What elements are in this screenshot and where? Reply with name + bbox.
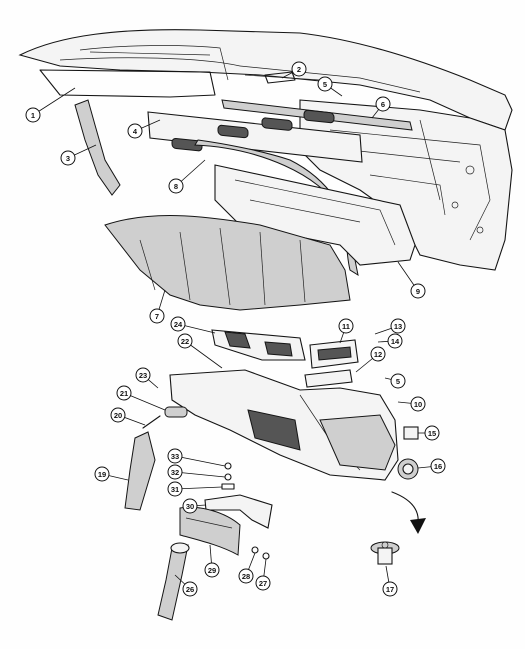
part-16-grommet	[397, 458, 419, 480]
dashboard-top-panel	[18, 29, 513, 131]
callout-number: 6	[381, 100, 385, 109]
arrow-to-part-17	[391, 491, 426, 534]
callout-layer: 1234567891011121314515161719202122232426…	[25, 61, 446, 597]
callout-circle	[25, 107, 41, 123]
callout-circle	[94, 466, 110, 482]
part-9-lower-panel	[214, 164, 416, 266]
part-12-bezel	[304, 369, 353, 388]
part-27-28-fasteners	[251, 546, 270, 560]
callout-circle	[167, 481, 183, 497]
callout-circle	[182, 581, 198, 597]
callout-circle	[170, 316, 186, 332]
callout-leader-line	[174, 486, 223, 490]
part-15-clip	[403, 426, 419, 440]
callout-number: 16	[434, 462, 442, 471]
callout-number: 3	[66, 154, 70, 163]
callout-circle	[410, 396, 426, 412]
callout-number: 33	[171, 452, 179, 461]
part-4-vent-strip	[147, 109, 363, 163]
callout-circle	[149, 308, 165, 324]
callout-circle	[382, 581, 398, 597]
callout-circle	[317, 76, 333, 92]
callout-number: 14	[391, 337, 400, 346]
callout-number: 32	[171, 468, 179, 477]
callout-number: 4	[133, 127, 138, 136]
callout-number: 22	[181, 337, 189, 346]
callout-number: 8	[174, 182, 178, 191]
callout-circle	[338, 318, 354, 334]
callout-number: 21	[120, 389, 128, 398]
callout-number: 1	[31, 111, 35, 120]
part-11-switch-panel	[309, 339, 359, 369]
callout-number: 12	[374, 350, 382, 359]
callout-number: 13	[394, 322, 402, 331]
callout-circle	[182, 498, 198, 514]
callout-number: 7	[155, 312, 159, 321]
callout-number: 5	[323, 80, 327, 89]
callout-circle	[291, 61, 307, 77]
callout-number: 26	[186, 585, 194, 594]
callout-circle	[168, 178, 184, 194]
callout-circle	[390, 373, 406, 389]
callout-number: 30	[186, 502, 194, 511]
callout-number: 29	[208, 566, 216, 575]
callout-number: 19	[98, 470, 106, 479]
callout-circle	[255, 575, 271, 591]
callout-circle	[177, 333, 193, 349]
callout-circle	[127, 123, 143, 139]
part-17-fastener	[370, 541, 400, 565]
callout-circle	[430, 458, 446, 474]
callout-circle	[204, 562, 220, 578]
callout-circle	[60, 150, 76, 166]
callout-circle	[167, 464, 183, 480]
callout-circle	[375, 96, 391, 112]
callout-number: 31	[171, 485, 179, 494]
callout-circle	[110, 407, 126, 423]
part-31-32-33-fasteners	[221, 462, 235, 490]
callout-number: 28	[242, 572, 250, 581]
callout-leader-line	[184, 340, 223, 369]
callout-number: 10	[414, 400, 422, 409]
callout-number: 17	[386, 585, 394, 594]
callout-number: 2	[297, 65, 301, 74]
callout-number: 11	[342, 322, 350, 331]
part-20-screw	[142, 415, 161, 429]
callout-circle	[387, 333, 403, 349]
part-24-bracket	[211, 329, 306, 361]
callout-number: 24	[174, 320, 183, 329]
part-19-strap	[124, 431, 156, 511]
part-26-strap	[157, 542, 190, 621]
callout-circle	[370, 346, 386, 362]
part-2-clip	[264, 71, 296, 84]
callout-number: 23	[139, 371, 147, 380]
callout-circle	[116, 385, 132, 401]
callout-circle	[167, 448, 183, 464]
part-8-seal	[194, 139, 359, 277]
callout-circle	[424, 425, 440, 441]
callout-leader-line	[174, 455, 226, 467]
callout-circle	[135, 367, 151, 383]
callout-number: 20	[114, 411, 122, 420]
callout-circle	[390, 318, 406, 334]
part-10-lower-fascia	[169, 369, 399, 481]
part-3-pillar-trim	[74, 99, 121, 196]
callout-circle	[238, 568, 254, 584]
part-29-tray	[179, 506, 241, 556]
callout-leader-line	[32, 87, 76, 116]
part-7-liner	[104, 215, 351, 311]
callout-number: 27	[259, 579, 267, 588]
callout-circle	[410, 283, 426, 299]
part-21-clip	[164, 406, 188, 418]
callout-leader-line	[174, 471, 226, 478]
callout-number: 15	[428, 429, 436, 438]
callout-number: 5	[396, 377, 400, 386]
callout-number: 9	[416, 287, 420, 296]
